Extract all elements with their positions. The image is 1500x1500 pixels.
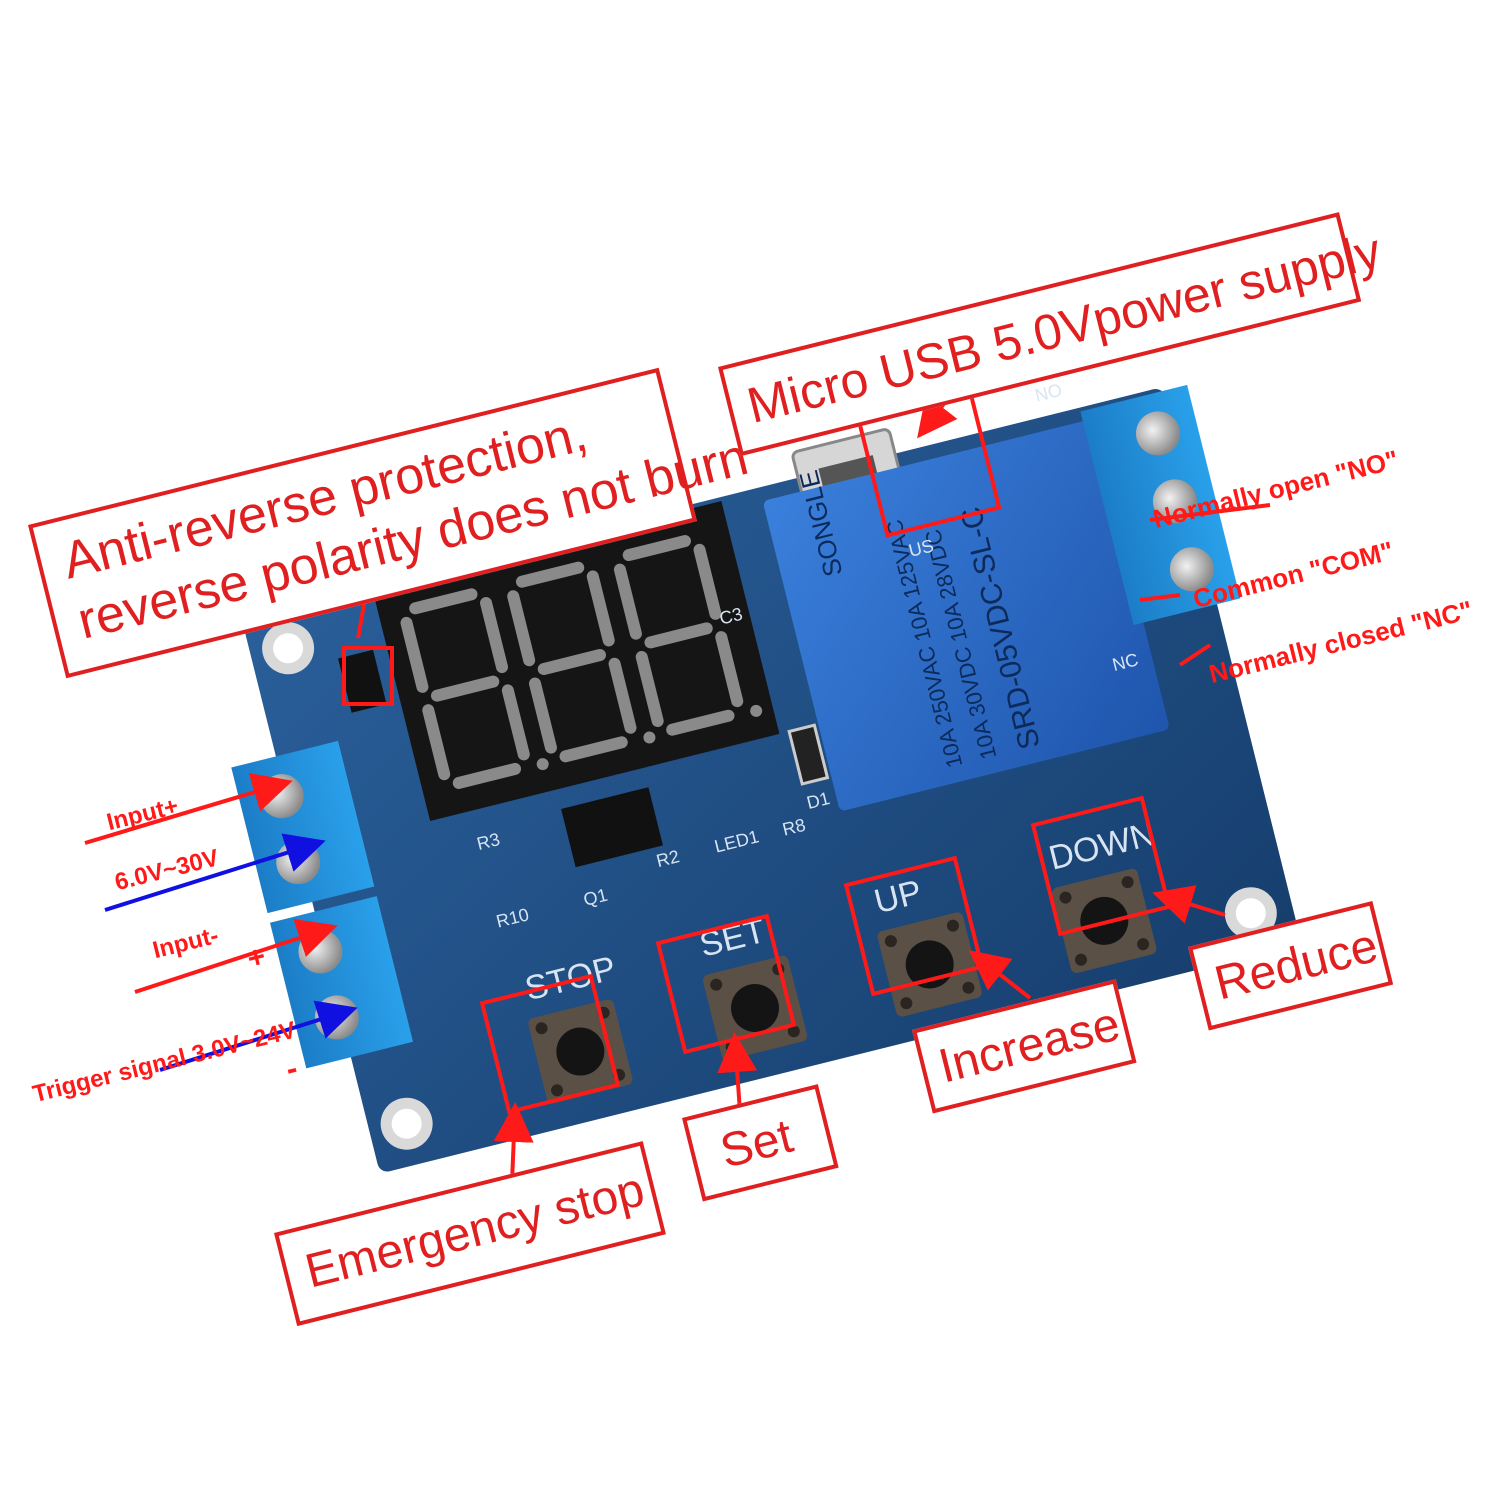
nc-pointer [1178,643,1212,667]
input-plus-arrow [84,773,293,845]
set-arrow [717,1032,758,1113]
input-minus-arrow [104,833,326,912]
display-digits [400,535,763,789]
diode-d1 [787,723,830,786]
optocoupler [561,787,663,868]
no-pointer [1149,503,1271,522]
com-pointer [1139,593,1181,602]
button-stop[interactable] [527,998,634,1105]
trigger-plus-arrow [134,918,338,994]
micro-usb-opening [818,455,878,489]
emergency-stop-arrow [493,1102,534,1183]
down-button-highlight [1030,795,1172,937]
increase-arrow [968,950,1032,1000]
reduce-arrow [1152,885,1226,924]
trigger-minus-arrow [159,1000,358,1072]
protection-highlight [342,646,394,706]
relay [763,420,1169,811]
relay-terminal-block [1080,384,1241,626]
seven-segment-digit [613,535,763,736]
protection-diode [338,649,387,713]
set-button-highlight [655,913,797,1055]
stop-button-highlight [479,973,621,1115]
seven-segment-digit [507,561,656,763]
seven-segment-digit [400,588,549,789]
up-button-highlight [843,855,985,997]
